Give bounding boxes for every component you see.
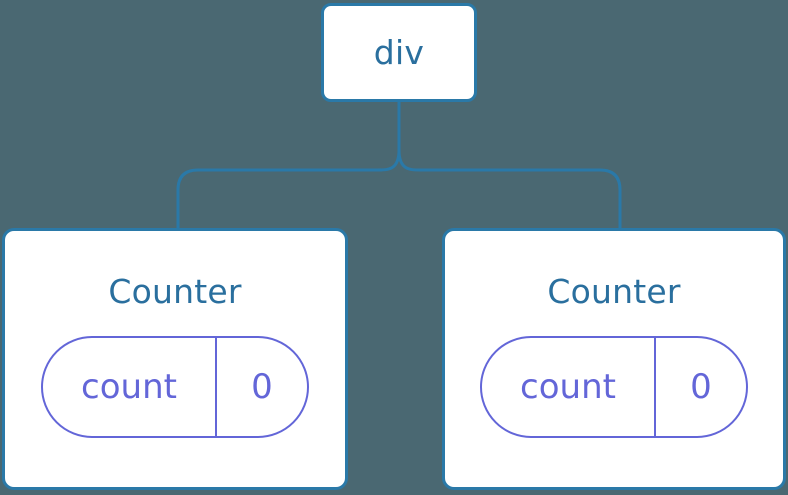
node-counter-right-label: Counter xyxy=(547,272,681,311)
state-value-right: 0 xyxy=(690,367,712,407)
state-key-left: count xyxy=(43,338,217,436)
node-counter-left[interactable]: Counter count 0 xyxy=(2,228,348,490)
connector-branch-left xyxy=(176,148,401,230)
node-counter-right[interactable]: Counter count 0 xyxy=(442,228,786,490)
node-counter-left-label: Counter xyxy=(108,272,242,311)
state-pill-left[interactable]: count 0 xyxy=(41,336,309,438)
connector-branch-right xyxy=(397,148,622,230)
state-key-right: count xyxy=(482,338,656,436)
state-value-left: 0 xyxy=(251,367,273,407)
state-pill-right[interactable]: count 0 xyxy=(480,336,748,438)
node-div[interactable]: div xyxy=(321,3,477,102)
node-div-label: div xyxy=(373,33,425,72)
